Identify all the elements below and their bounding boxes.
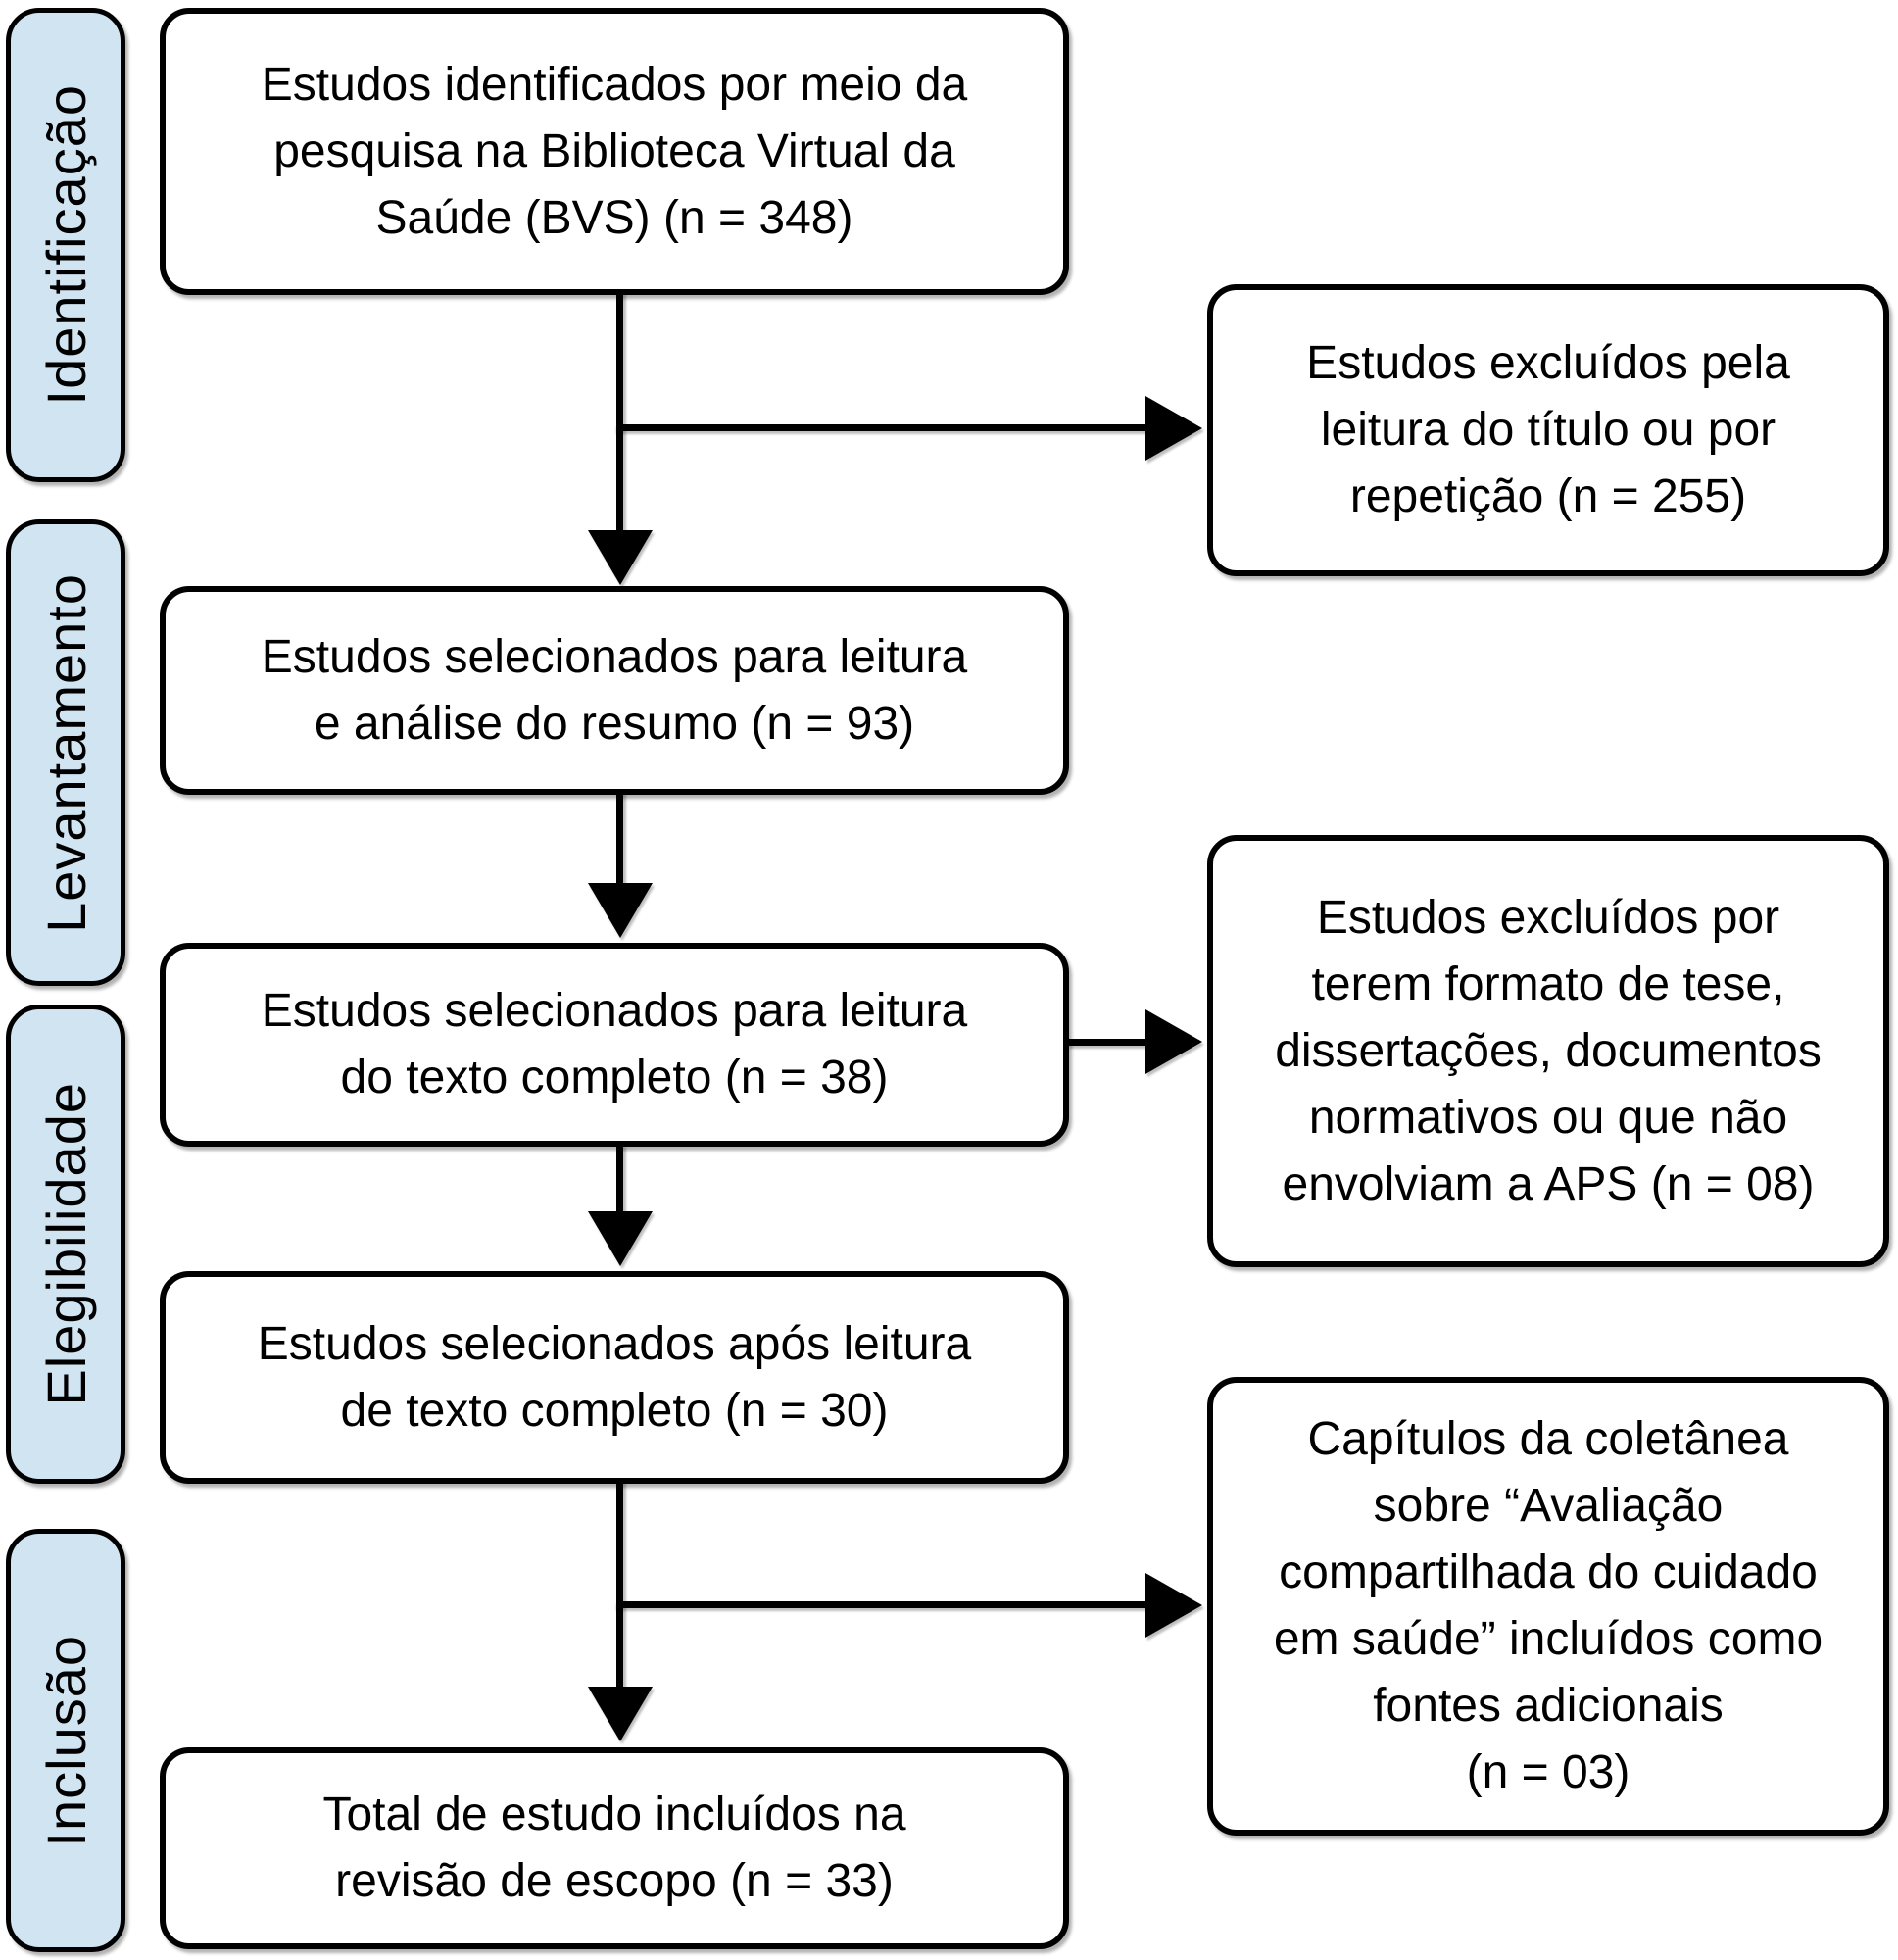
branch-to-excluded-title-arrowhead-icon	[1145, 396, 1202, 461]
connector-abstract-to-fulltext-line	[616, 794, 623, 888]
arrow-fulltext-to-excluded-format-line	[1069, 1039, 1147, 1046]
side-box-excluded-format: Estudos excluídos por terem formato de t…	[1207, 835, 1889, 1267]
branch-to-additional-sources-line	[616, 1601, 1147, 1608]
connector-afterfulltext-to-total-arrowhead-icon	[588, 1687, 653, 1741]
branch-to-additional-sources-arrowhead-icon	[1145, 1573, 1202, 1638]
connector-fulltext-to-afterfulltext-arrowhead-icon	[588, 1211, 653, 1266]
flow-box-included-total: Total de estudo incluídos na revisão de …	[160, 1747, 1069, 1949]
flow-box-fulltext-selected: Estudos selecionados para leitura do tex…	[160, 943, 1069, 1147]
stage-identificacao: Identificação	[6, 8, 125, 482]
stage-inclusao: Inclusão	[6, 1529, 125, 1952]
stage-levantamento: Levantamento	[6, 519, 125, 986]
flow-box-identified: Estudos identificados por meio da pesqui…	[160, 8, 1069, 295]
branch-to-excluded-title-line	[616, 424, 1147, 431]
arrow-fulltext-to-excluded-format-arrowhead-icon	[1145, 1009, 1202, 1074]
stage-inclusao-label: Inclusão	[34, 1634, 97, 1847]
stage-levantamento-label: Levantamento	[34, 572, 97, 933]
side-box-excluded-title: Estudos excluídos pela leitura do título…	[1207, 284, 1889, 576]
stage-elegibilidade: Elegibilidade	[6, 1004, 125, 1484]
connector-abstract-to-fulltext-arrowhead-icon	[588, 883, 653, 938]
flow-box-abstract-screening: Estudos selecionados para leitura e anál…	[160, 586, 1069, 795]
connector-afterfulltext-to-total-line	[616, 1483, 623, 1691]
connector-identified-to-abstract-arrowhead-icon	[588, 530, 653, 585]
connector-fulltext-to-afterfulltext-line	[616, 1147, 623, 1217]
side-box-additional-sources: Capítulos da coletânea sobre “Avaliação …	[1207, 1377, 1889, 1836]
stage-identificacao-label: Identificação	[34, 84, 97, 406]
flow-box-after-fulltext: Estudos selecionados após leitura de tex…	[160, 1271, 1069, 1484]
stage-elegibilidade-label: Elegibilidade	[34, 1082, 97, 1406]
connector-identified-to-abstract-line	[616, 294, 623, 535]
